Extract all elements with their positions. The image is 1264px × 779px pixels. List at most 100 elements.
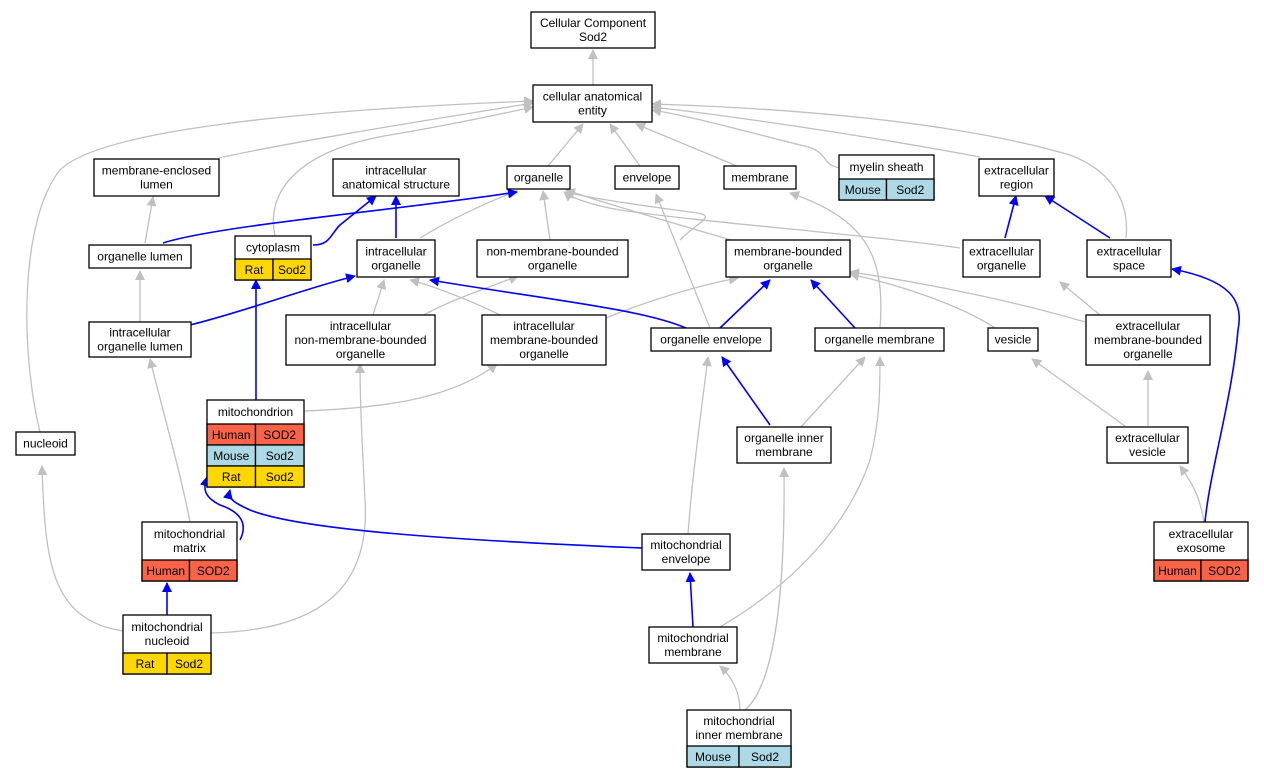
node-label: organelle inner [744,431,823,445]
edge-exo-exspace [1171,265,1240,523]
node-box [650,327,772,352]
node-label: matrix [173,541,206,555]
node-inmbo[interactable]: intracellularnon-membrane-boundedorganel… [285,314,436,366]
node-label: membrane [664,645,722,659]
edge-nucleoid-cae [26,96,534,433]
node-label: membrane [755,445,813,459]
node-label: organelle [336,347,386,361]
node-vesicle[interactable]: vesicle [987,327,1039,352]
node-box [93,158,220,197]
edge-membrane-cae [635,122,738,167]
species-label: Rat [136,657,155,671]
node-box [987,327,1039,352]
node-label: nucleoid [145,634,190,648]
node-orgmem[interactable]: organelle membrane [814,327,945,352]
edge-cyto-cae [272,104,534,237]
edge-orgenv-organelle [564,189,706,241]
species-label: Human [212,428,251,442]
node-envelope[interactable]: envelope [614,165,680,190]
gene-cell [166,652,212,675]
node-label: intracellular [365,164,426,178]
edge-orgenv-intorg [429,276,691,331]
edge-mito-imbo [303,363,498,412]
node-label: intracellular [330,319,391,333]
node-box [725,239,851,278]
edge-cyto-ias [312,195,377,246]
node-box [814,327,945,352]
gene-label: Sod2 [266,470,294,484]
edge-menv-mito [222,489,643,549]
edge-mim-mmem [719,665,741,711]
node-organelle[interactable]: organelle [506,165,571,190]
node-label: mitochondrial [650,538,721,552]
node-label: intracellular [365,245,426,259]
node-box [88,244,192,269]
node-label: space [1113,259,1145,273]
edge-orgenv-mbo [719,279,771,329]
node-box [736,426,832,464]
edge-exspace-exreg [1044,195,1111,239]
node-label: vesicle [995,333,1032,347]
node-label: organelle membrane [824,333,934,347]
node-label: extracellular [1115,431,1180,445]
species-label: Human [146,564,185,578]
node-label: extracellular [1169,527,1234,541]
edge-nmbo-organelle [539,190,551,241]
node-label: extracellular [1116,319,1181,333]
node-box [648,626,738,664]
gene-cell [885,178,935,201]
edge-iol-intorg [189,273,356,326]
edge-menv-orgenv [687,356,712,535]
node-label: envelope [623,171,672,185]
node-box [530,11,656,49]
node-orglumen[interactable]: organelle lumen [88,244,192,269]
node-orgenv[interactable]: organelle envelope [650,327,772,352]
node-label: vesicle [1129,445,1166,459]
gene-label: SOD2 [1208,564,1241,578]
node-label: organelle [977,259,1027,273]
edge-mmem-menv [685,572,696,628]
edge-imbo-mbo [605,274,739,319]
node-membrane[interactable]: membrane [723,165,797,190]
gene-cell [1200,559,1249,582]
node-label: non-membrane-bounded [294,333,426,347]
node-box [1086,239,1172,278]
node-box [88,321,192,358]
node-nucleoid[interactable]: nucleoid [15,431,76,456]
edge-vesicle-mbo [849,271,996,329]
node-label: organelle envelope [660,333,762,347]
species-label: Human [1158,564,1197,578]
node-label: organelle lumen [97,250,182,264]
species-label: Mouse [213,449,249,463]
edge-mnuc-inmbo [210,363,367,634]
edge-oim-orgmem [799,356,866,429]
node-box [1106,426,1189,464]
gene-label: SOD2 [197,564,230,578]
node-box [641,533,731,571]
